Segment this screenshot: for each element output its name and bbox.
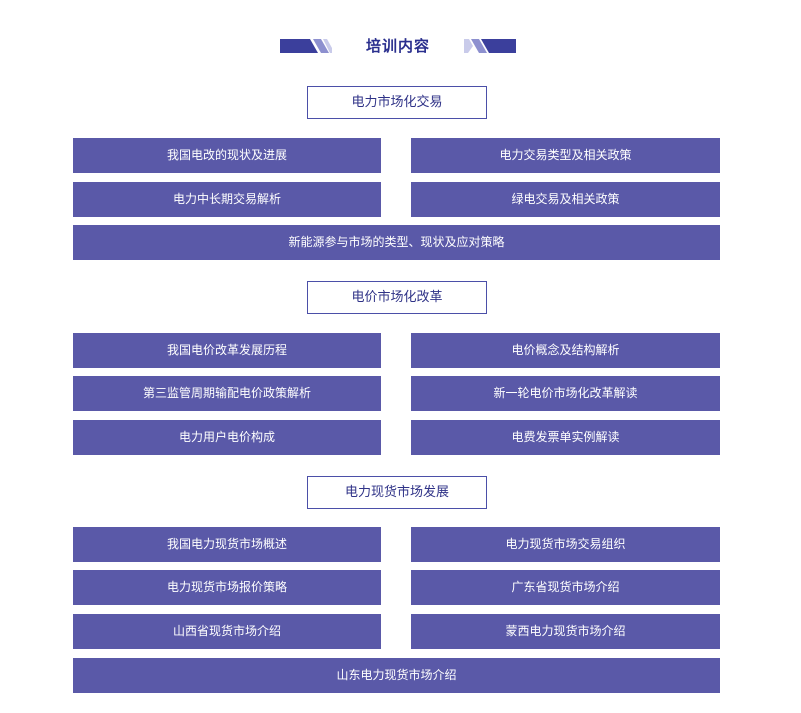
section-title-spot-market: 电力现货市场发展 [307, 476, 487, 509]
topic-item: 电力交易类型及相关政策 [411, 138, 720, 173]
topic-item: 蒙西电力现货市场介绍 [411, 614, 720, 649]
topic-item: 电力现货市场报价策略 [73, 570, 381, 605]
header-right-decoration [464, 39, 516, 53]
topic-item: 电价概念及结构解析 [411, 333, 720, 368]
topic-item: 广东省现货市场介绍 [411, 570, 720, 605]
topic-item: 电力中长期交易解析 [73, 182, 381, 217]
topic-item: 新一轮电价市场化改革解读 [411, 376, 720, 411]
topic-item: 山东电力现货市场介绍 [73, 658, 720, 693]
topic-item: 绿电交易及相关政策 [411, 182, 720, 217]
header-left-decoration [280, 39, 332, 53]
topic-item: 电力用户电价构成 [73, 420, 381, 455]
topic-item: 我国电改的现状及进展 [73, 138, 381, 173]
page-title: 培训内容 [365, 37, 430, 55]
page-header: 培训内容 [280, 36, 516, 56]
section-title-market-trading: 电力市场化交易 [307, 86, 487, 119]
topic-item: 新能源参与市场的类型、现状及应对策略 [73, 225, 720, 260]
topic-item: 我国电价改革发展历程 [73, 333, 381, 368]
topic-item: 电费发票单实例解读 [411, 420, 720, 455]
topic-item: 电力现货市场交易组织 [411, 527, 720, 562]
topic-item: 我国电力现货市场概述 [73, 527, 381, 562]
topic-item: 第三监管周期输配电价政策解析 [73, 376, 381, 411]
topic-item: 山西省现货市场介绍 [73, 614, 381, 649]
section-title-price-reform: 电价市场化改革 [307, 281, 487, 314]
